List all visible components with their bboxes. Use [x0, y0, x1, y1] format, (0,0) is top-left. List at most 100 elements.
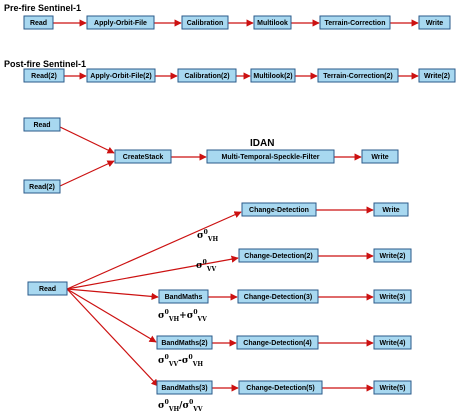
node-cd2[interactable]: Change-Detection(2) — [238, 248, 319, 263]
node-pre-read[interactable]: Read — [23, 15, 54, 30]
edge-read-bm2 — [66, 288, 157, 343]
node-pre-calib-label: Calibration — [187, 20, 224, 27]
node-cd1-label: Change-Detection — [249, 207, 309, 214]
node-post-orbit-label: Apply-Orbit-File(2) — [90, 73, 151, 80]
node-cd3[interactable]: Change-Detection(3) — [237, 289, 319, 304]
postfire-title: Post-fire Sentinel-1 — [4, 59, 86, 69]
node-idan-stack-label: CreateStack — [123, 154, 164, 161]
node-post-write-label: Write(2) — [424, 73, 450, 80]
node-cd3-write[interactable]: Write(3) — [373, 289, 412, 304]
node-cd-read-label: Read — [39, 286, 56, 293]
sigma-vv-sup: 0 — [203, 259, 207, 266]
node-post-write[interactable]: Write(2) — [418, 68, 456, 83]
node-idan-stack[interactable]: CreateStack — [114, 149, 172, 164]
sigma-ratio-op: / — [179, 401, 183, 411]
sigma-sum-a: σ — [158, 311, 165, 321]
node-bm1-label: BandMaths — [165, 294, 203, 301]
sigma-ratio-a-sub: VH — [168, 406, 180, 413]
sigma-sum-b: σ — [187, 311, 194, 321]
node-cd1-write-label: Write — [382, 207, 399, 214]
sigma-vh-label: σ0VH — [197, 229, 218, 243]
node-pre-orbit-label: Apply-Orbit-File — [94, 20, 147, 27]
sigma-ratio-b-sup: 0 — [189, 399, 193, 406]
node-post-multilook[interactable]: Multilook(2) — [250, 68, 296, 83]
edge-read-bm1 — [66, 288, 159, 301]
node-cd4-label: Change-Detection(4) — [243, 340, 311, 347]
node-pre-orbit[interactable]: Apply-Orbit-File — [86, 15, 155, 30]
sigma-sum-b-sup: 0 — [193, 309, 197, 316]
sigma-sum-b-sub: VV — [197, 316, 208, 323]
node-pre-write[interactable]: Write — [418, 15, 451, 30]
node-cd2-write[interactable]: Write(2) — [373, 248, 412, 263]
node-post-read[interactable]: Read(2) — [23, 68, 65, 83]
node-bm2-label: BandMaths(2) — [161, 340, 207, 347]
node-idan-write[interactable]: Write — [361, 149, 399, 164]
node-pre-read-label: Read — [30, 20, 47, 27]
node-pre-calib[interactable]: Calibration — [181, 15, 229, 30]
node-cd1[interactable]: Change-Detection — [241, 202, 317, 217]
sigma-diff-op: - — [178, 356, 182, 366]
sigma-vh-sup: 0 — [204, 229, 208, 236]
edge-read-cd2 — [66, 255, 239, 290]
idan-title: IDAN — [250, 138, 274, 149]
sigma-ratio-label: σ0VH/σ0VV — [158, 399, 203, 413]
node-bm3-label: BandMaths(3) — [161, 385, 207, 392]
node-pre-write-label: Write — [426, 20, 443, 27]
sigma-diff-a-sup: 0 — [165, 354, 169, 361]
sigma-diff-b-sup: 0 — [189, 354, 193, 361]
sigma-diff-a-sub: VV — [168, 361, 179, 368]
sigma-sum-a-sup: 0 — [165, 309, 169, 316]
node-bm1[interactable]: BandMaths — [158, 289, 209, 304]
node-cd-read[interactable]: Read — [27, 281, 68, 296]
node-bm3[interactable]: BandMaths(3) — [156, 380, 213, 395]
node-cd5-write-label: Write(5) — [380, 385, 406, 392]
sigma-ratio-a: σ — [158, 401, 165, 411]
sigma-ratio-b-sub: VV — [192, 406, 203, 413]
node-idan-speckle[interactable]: Multi-Temporal-Speckle-Filter — [206, 149, 335, 164]
node-pre-terrain-label: Terrain-Correction — [325, 20, 386, 27]
node-cd5-write[interactable]: Write(5) — [373, 380, 412, 395]
node-pre-multilook[interactable]: Multilook — [253, 15, 292, 30]
node-idan-speckle-label: Multi-Temporal-Speckle-Filter — [222, 154, 320, 161]
sigma-vh-base: σ — [197, 231, 204, 241]
node-cd3-label: Change-Detection(3) — [244, 294, 312, 301]
sigma-sum-op: + — [179, 311, 187, 321]
cd-edges — [66, 206, 374, 392]
node-cd5[interactable]: Change-Detection(5) — [238, 380, 323, 395]
node-cd2-label: Change-Detection(2) — [244, 253, 312, 260]
node-post-terrain-label: Terrain-Correction(2) — [323, 73, 393, 80]
sigma-vv-label: σ0VV — [196, 259, 216, 273]
node-post-orbit[interactable]: Apply-Orbit-File(2) — [86, 68, 156, 83]
node-idan-read2[interactable]: Read(2) — [23, 179, 61, 194]
node-post-terrain[interactable]: Terrain-Correction(2) — [317, 68, 399, 83]
node-post-multilook-label: Multilook(2) — [253, 73, 292, 80]
edge-idan-read2-stack — [59, 160, 115, 187]
prefire-title: Pre-fire Sentinel-1 — [4, 3, 81, 13]
edge-idan-read-stack — [59, 126, 115, 154]
sigma-sum-a-sub: VH — [168, 316, 180, 323]
sigma-ratio-a-sup: 0 — [165, 399, 169, 406]
node-idan-read[interactable]: Read — [23, 117, 61, 132]
sigma-vv-sub: VV — [206, 266, 217, 273]
node-idan-read-label: Read — [33, 122, 50, 129]
edge-read-bm3 — [66, 288, 159, 387]
node-post-calib-label: Calibration(2) — [184, 73, 229, 80]
node-cd1-write[interactable]: Write — [373, 202, 409, 217]
sigma-diff-b-sub: VH — [192, 361, 204, 368]
idan-edges — [59, 126, 362, 187]
node-post-calib[interactable]: Calibration(2) — [177, 68, 237, 83]
node-pre-terrain[interactable]: Terrain-Correction — [319, 15, 391, 30]
sigma-diff-a: σ — [158, 356, 165, 366]
sigma-diff-b: σ — [182, 356, 189, 366]
node-post-read-label: Read(2) — [31, 73, 57, 80]
sigma-vv-base: σ — [196, 261, 203, 271]
node-cd4-write[interactable]: Write(4) — [373, 335, 412, 350]
edge-read-cd1 — [66, 211, 242, 290]
node-cd4[interactable]: Change-Detection(4) — [236, 335, 319, 350]
node-bm2[interactable]: BandMaths(2) — [156, 335, 213, 350]
node-cd3-write-label: Write(3) — [380, 294, 406, 301]
sigma-vh-sub: VH — [207, 236, 219, 243]
node-cd2-write-label: Write(2) — [380, 253, 406, 260]
node-idan-write-label: Write — [371, 154, 388, 161]
